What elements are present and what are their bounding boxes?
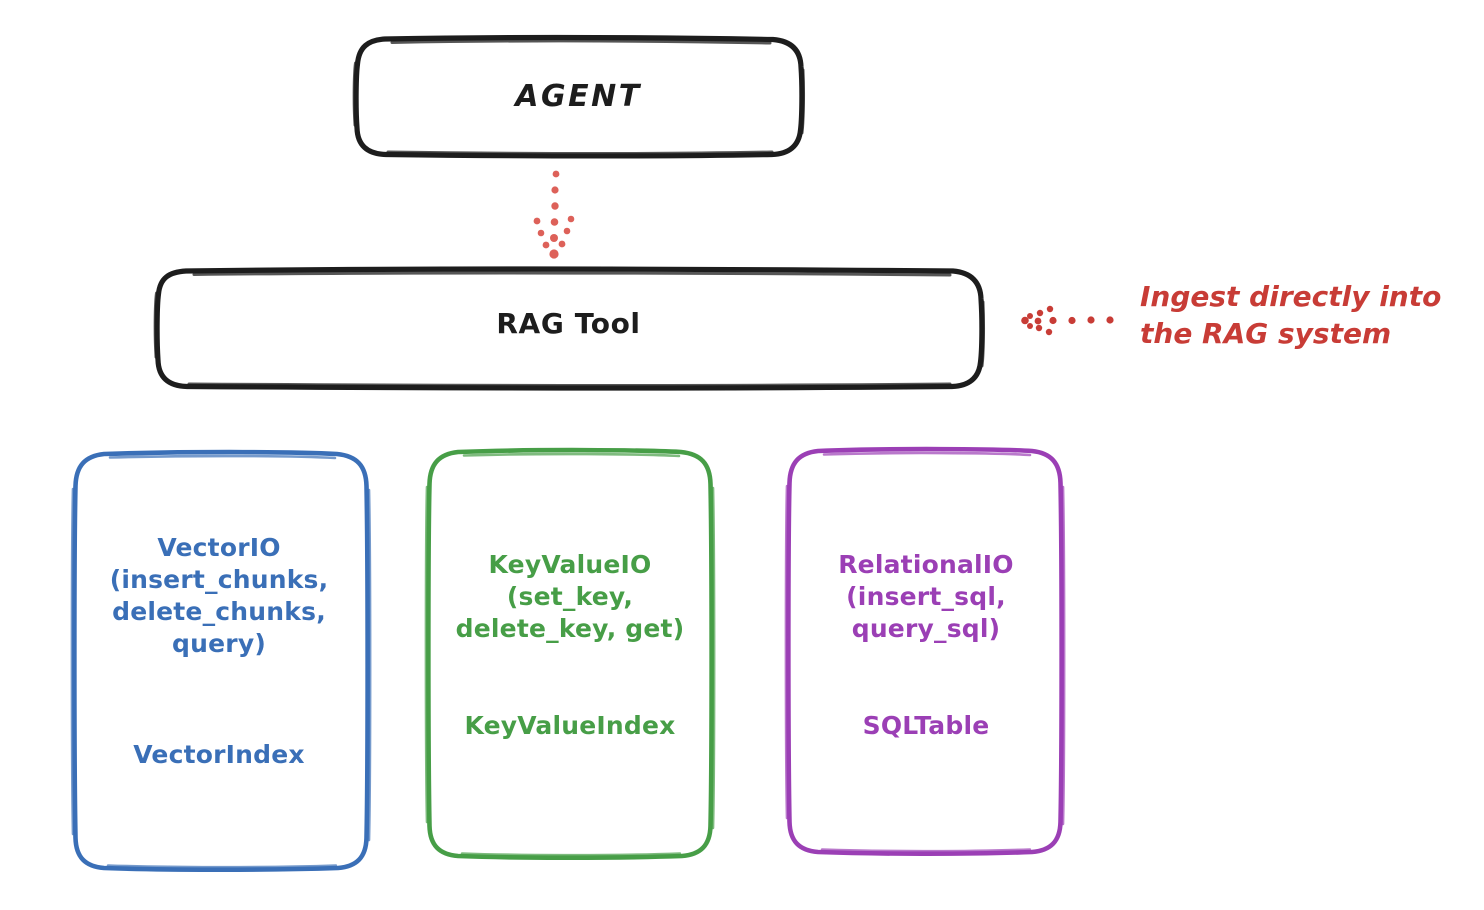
agent-box-sketch-overstroke [352, 39, 806, 156]
keyvalueio-box-sketch-overstroke [424, 452, 716, 857]
agent-to-rag-arrow [533, 170, 575, 259]
relationalio-box-sketch-overstroke [784, 451, 1066, 853]
rag-tool-node[interactable] [153, 266, 986, 391]
vectorio-node[interactable] [70, 449, 372, 872]
rag-tool-box-sketch-overstroke [153, 271, 986, 388]
agent-box-outline [353, 34, 805, 159]
keyvalueio-box-outline [426, 447, 714, 860]
ingest-arrow [1021, 305, 1114, 336]
relationalio-node[interactable] [784, 446, 1066, 856]
vectorio-box-outline [72, 449, 370, 872]
keyvalueio-node[interactable] [424, 447, 716, 860]
vectorio-box-sketch-overstroke [70, 454, 372, 869]
relationalio-box-outline [786, 446, 1064, 856]
rag-tool-box-outline [154, 266, 985, 391]
agent-node[interactable] [352, 34, 806, 159]
